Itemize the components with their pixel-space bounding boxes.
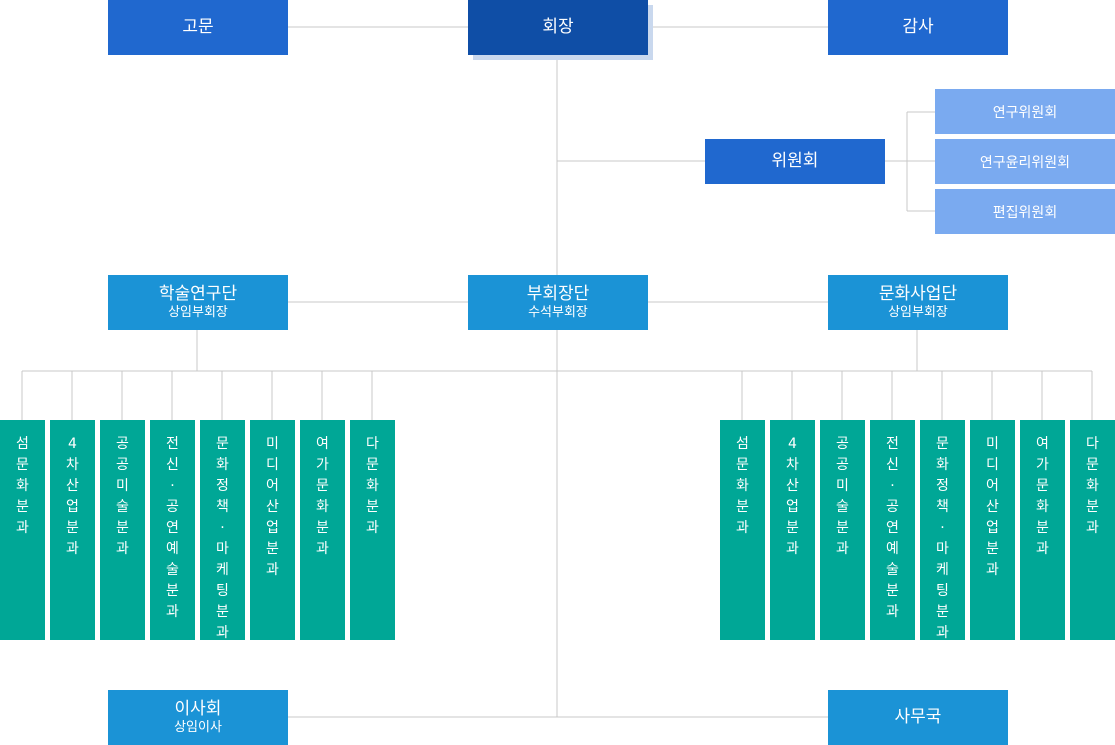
academic-group-sub: 상임부회장	[168, 305, 228, 320]
division-label: 문화정책·마케팅분과	[216, 436, 229, 641]
division-box: 여가문화분과	[1020, 420, 1065, 640]
division-label: 4차산업분과	[786, 436, 799, 557]
division-box: 문화정책·마케팅분과	[200, 420, 245, 641]
committee-item-label: 편집위원회	[992, 204, 1058, 221]
secretariat-label: 사무국	[894, 707, 942, 727]
committee-label: 위원회	[771, 151, 819, 171]
division-label: 다문화분과	[1086, 436, 1099, 536]
academic-group-box: 학술연구단 상임부회장	[108, 275, 288, 330]
committee-item-label: 연구윤리위원회	[979, 154, 1071, 171]
advisor-label: 고문	[182, 17, 214, 37]
division-label: 다문화분과	[366, 436, 379, 536]
division-box: 전신·공연예술분과	[150, 420, 195, 640]
chairman-box: 회장	[468, 0, 648, 55]
division-label: 공공미술분과	[116, 436, 129, 557]
division-label: 전신·공연예술분과	[886, 436, 899, 620]
division-label: 공공미술분과	[836, 436, 849, 557]
vice-group-sub: 수석부회장	[528, 305, 588, 320]
division-box: 4차산업분과	[770, 420, 815, 640]
vice-group-title: 부회장단	[526, 284, 590, 304]
academic-group-title: 학술연구단	[158, 284, 238, 304]
culture-group-box: 문화사업단 상임부회장	[828, 275, 1008, 330]
division-box: 4차산업분과	[50, 420, 95, 640]
chairman-label: 회장	[542, 17, 574, 37]
division-label: 4차산업분과	[66, 436, 79, 557]
division-box: 전신·공연예술분과	[870, 420, 915, 640]
division-box: 여가문화분과	[300, 420, 345, 640]
division-label: 미디어산업분과	[266, 436, 279, 578]
board-title: 이사회	[174, 699, 222, 719]
division-box: 문화정책·마케팅분과	[920, 420, 965, 641]
division-box: 섬문화분과	[720, 420, 765, 640]
board-box: 이사회 상임이사	[108, 690, 288, 745]
committee-item-research: 연구위원회	[935, 89, 1115, 134]
division-box: 다문화분과	[350, 420, 395, 640]
advisor-box: 고문	[108, 0, 288, 55]
culture-group-sub: 상임부회장	[888, 305, 948, 320]
committee-item-editorial: 편집위원회	[935, 189, 1115, 234]
division-label: 섬문화분과	[736, 436, 749, 536]
division-box: 다문화분과	[1070, 420, 1115, 640]
division-box: 섬문화분과	[0, 420, 45, 640]
auditor-box: 감사	[828, 0, 1008, 55]
division-box: 공공미술분과	[820, 420, 865, 640]
division-label: 여가문화분과	[316, 436, 329, 557]
culture-group-title: 문화사업단	[878, 284, 958, 304]
vice-group-box: 부회장단 수석부회장	[468, 275, 648, 330]
division-box: 미디어산업분과	[250, 420, 295, 640]
committee-item-research-ethics: 연구윤리위원회	[935, 139, 1115, 184]
division-label: 섬문화분과	[16, 436, 29, 536]
auditor-label: 감사	[902, 17, 934, 37]
division-label: 미디어산업분과	[986, 436, 999, 578]
board-sub: 상임이사	[174, 720, 222, 735]
division-label: 여가문화분과	[1036, 436, 1049, 557]
division-label: 전신·공연예술분과	[166, 436, 179, 620]
division-box: 미디어산업분과	[970, 420, 1015, 640]
division-label: 문화정책·마케팅분과	[936, 436, 949, 641]
committee-box: 위원회	[705, 139, 885, 184]
secretariat-box: 사무국	[828, 690, 1008, 745]
committee-item-label: 연구위원회	[992, 104, 1058, 121]
division-box: 공공미술분과	[100, 420, 145, 640]
